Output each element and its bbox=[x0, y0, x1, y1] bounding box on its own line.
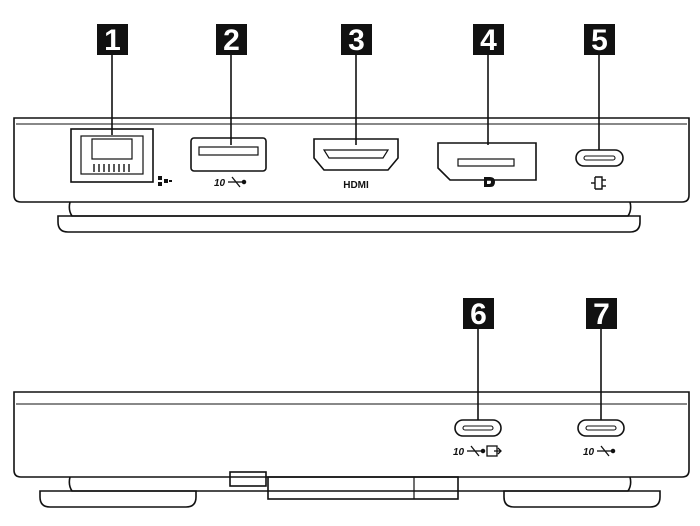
svg-text:5: 5 bbox=[591, 24, 608, 57]
svg-text:3: 3 bbox=[348, 24, 365, 57]
ethernet-pins bbox=[93, 164, 130, 172]
svg-text:2: 2 bbox=[223, 24, 240, 57]
displayport-icon bbox=[484, 177, 495, 187]
display-out-icon bbox=[486, 445, 502, 457]
ethernet-port bbox=[70, 128, 154, 183]
callout-3: 3 bbox=[341, 24, 372, 57]
ethernet-icon bbox=[158, 176, 172, 186]
hdmi-port bbox=[313, 138, 399, 171]
usb-speed-label-6: 10 bbox=[453, 447, 465, 458]
rear-foot bbox=[68, 476, 632, 492]
callout-2: 2 bbox=[216, 24, 247, 57]
rear-base-right bbox=[503, 490, 661, 508]
rear-callouts: 6 7 bbox=[463, 298, 617, 331]
rear-latch bbox=[229, 471, 267, 487]
svg-text:1: 1 bbox=[104, 24, 121, 57]
front-view bbox=[13, 52, 690, 233]
hdmi-label: HDMI bbox=[343, 180, 369, 191]
svg-text:7: 7 bbox=[593, 298, 610, 331]
callout-4: 4 bbox=[473, 24, 504, 57]
svg-text:6: 6 bbox=[470, 298, 487, 331]
rear-body-outline bbox=[13, 391, 690, 478]
usb-c-port-6 bbox=[454, 419, 502, 437]
usb-icon bbox=[597, 445, 616, 457]
usb-c-power-port bbox=[575, 149, 624, 167]
usb-c-port-7 bbox=[577, 419, 625, 437]
callout-5: 5 bbox=[584, 24, 615, 57]
svg-text:4: 4 bbox=[480, 24, 497, 57]
front-foot bbox=[68, 201, 632, 217]
usb-icon bbox=[228, 176, 247, 188]
front-callouts: 1 2 3 4 5 bbox=[97, 24, 615, 57]
rear-cable-clip bbox=[267, 476, 459, 500]
callout-1: 1 bbox=[97, 24, 128, 57]
usb-a-port bbox=[190, 137, 267, 172]
callout-6: 6 bbox=[463, 298, 494, 331]
front-body-outline bbox=[13, 117, 690, 203]
power-plug-icon bbox=[591, 176, 606, 190]
callout-7: 7 bbox=[586, 298, 617, 331]
rear-base-left bbox=[39, 490, 197, 508]
rear-view bbox=[13, 327, 690, 508]
usb-speed-label-7: 10 bbox=[583, 447, 595, 458]
front-base bbox=[57, 215, 641, 233]
displayport-port bbox=[437, 142, 537, 181]
usb-icon bbox=[467, 445, 486, 457]
usb-speed-label: 10 bbox=[214, 178, 226, 189]
